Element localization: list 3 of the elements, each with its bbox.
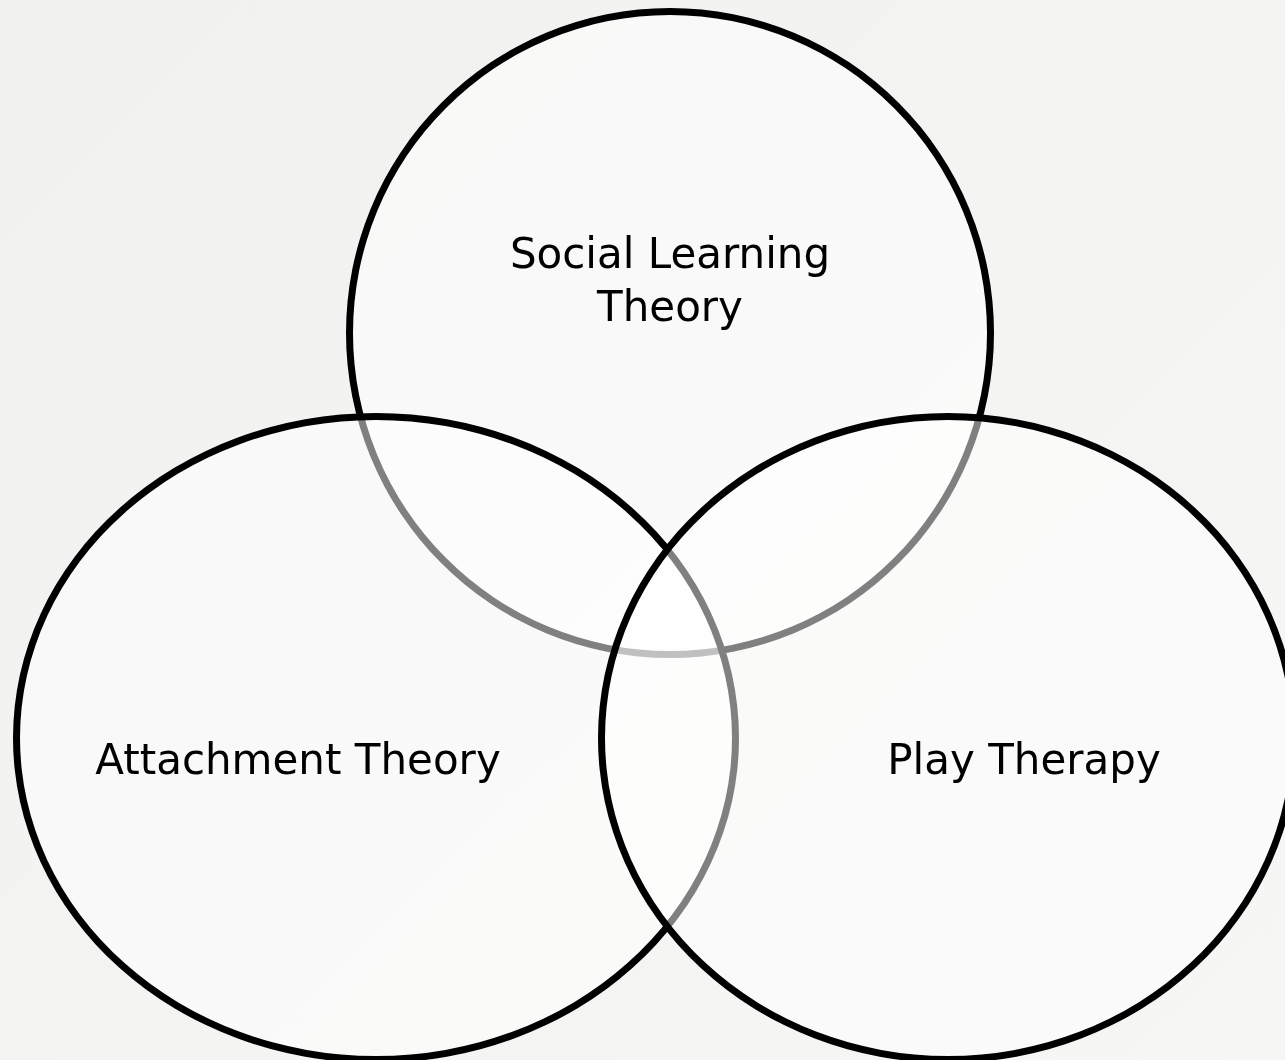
circle-label: Social Learning Theory [508, 227, 832, 332]
circle-label: Play Therapy [887, 733, 1161, 786]
circle-label: Attachment Theory [95, 733, 501, 786]
